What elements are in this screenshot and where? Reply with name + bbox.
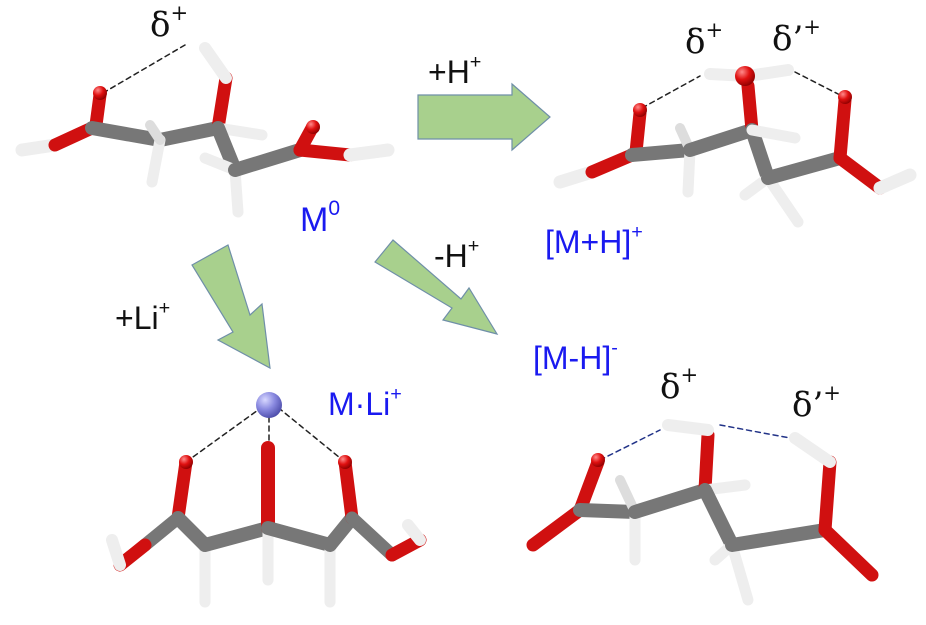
charge-delta-mh-plus: δ+ <box>685 19 723 62</box>
label-m0: M0 <box>300 198 340 239</box>
arrow-label-deprotonation-text: -H <box>434 238 468 274</box>
arrow-label-protonation: +H+ <box>428 52 481 90</box>
label-m-li-superscript: + <box>390 383 402 406</box>
arrow-label-deprotonation: -H+ <box>434 236 479 274</box>
charge-delta-m0: δ+ <box>150 2 188 45</box>
label-mh-plus: [M+H]+ <box>545 222 643 260</box>
charge-delta-prime-mh-minus: δ’+ <box>792 382 841 425</box>
charge-delta-prime-mh-plus: δ’+ <box>772 16 821 59</box>
label-m0-text: M <box>300 201 329 239</box>
label-m0-superscript: 0 <box>328 197 341 221</box>
charge-delta-mh-minus: δ+ <box>660 364 698 407</box>
charge-delta-m0-symbol: δ <box>150 5 171 45</box>
molecule-m0 <box>15 42 395 218</box>
arrow-label-lithiation: +Li+ <box>115 298 170 336</box>
arrow-lithiation <box>191 244 271 370</box>
label-mh-minus-text: [M-H] <box>533 340 612 376</box>
label-m-li: M·Li+ <box>328 384 402 422</box>
label-mh-plus-text: [M+H] <box>545 224 632 260</box>
arrow-protonation <box>417 82 551 152</box>
arrow-label-lithiation-text: +Li <box>115 300 159 336</box>
charge-delta-prime-mh-plus-superscript: + <box>803 14 821 40</box>
molecule-mh-plus <box>553 64 917 228</box>
arrow-label-protonation-text: +H <box>428 54 470 90</box>
label-mh-minus-superscript: - <box>611 337 618 360</box>
charge-delta-mh-minus-symbol: δ <box>660 367 681 407</box>
molecule-m-li <box>106 392 427 608</box>
molecule-mh-minus <box>526 419 879 606</box>
arrow-deprotonation <box>374 239 499 335</box>
charge-delta-prime-mh-minus-superscript: + <box>823 380 841 406</box>
charge-delta-m0-superscript: + <box>170 0 189 26</box>
charge-delta-mh-plus-symbol: δ <box>685 22 706 62</box>
arrow-label-deprotonation-superscript: + <box>467 235 480 258</box>
arrow-label-protonation-superscript: + <box>469 51 482 74</box>
charge-delta-mh-plus-superscript: + <box>705 17 724 43</box>
label-mh-plus-superscript: + <box>631 221 643 244</box>
arrow-label-lithiation-superscript: + <box>158 297 171 320</box>
charge-delta-prime-mh-plus-symbol: δ’ <box>772 19 804 59</box>
label-mh-minus: [M-H]- <box>533 338 618 376</box>
charge-delta-mh-minus-superscript: + <box>680 362 699 388</box>
label-m-li-text: M·Li <box>328 386 391 422</box>
lithium-atom <box>256 392 282 418</box>
charge-delta-prime-mh-minus-symbol: δ’ <box>792 385 824 425</box>
